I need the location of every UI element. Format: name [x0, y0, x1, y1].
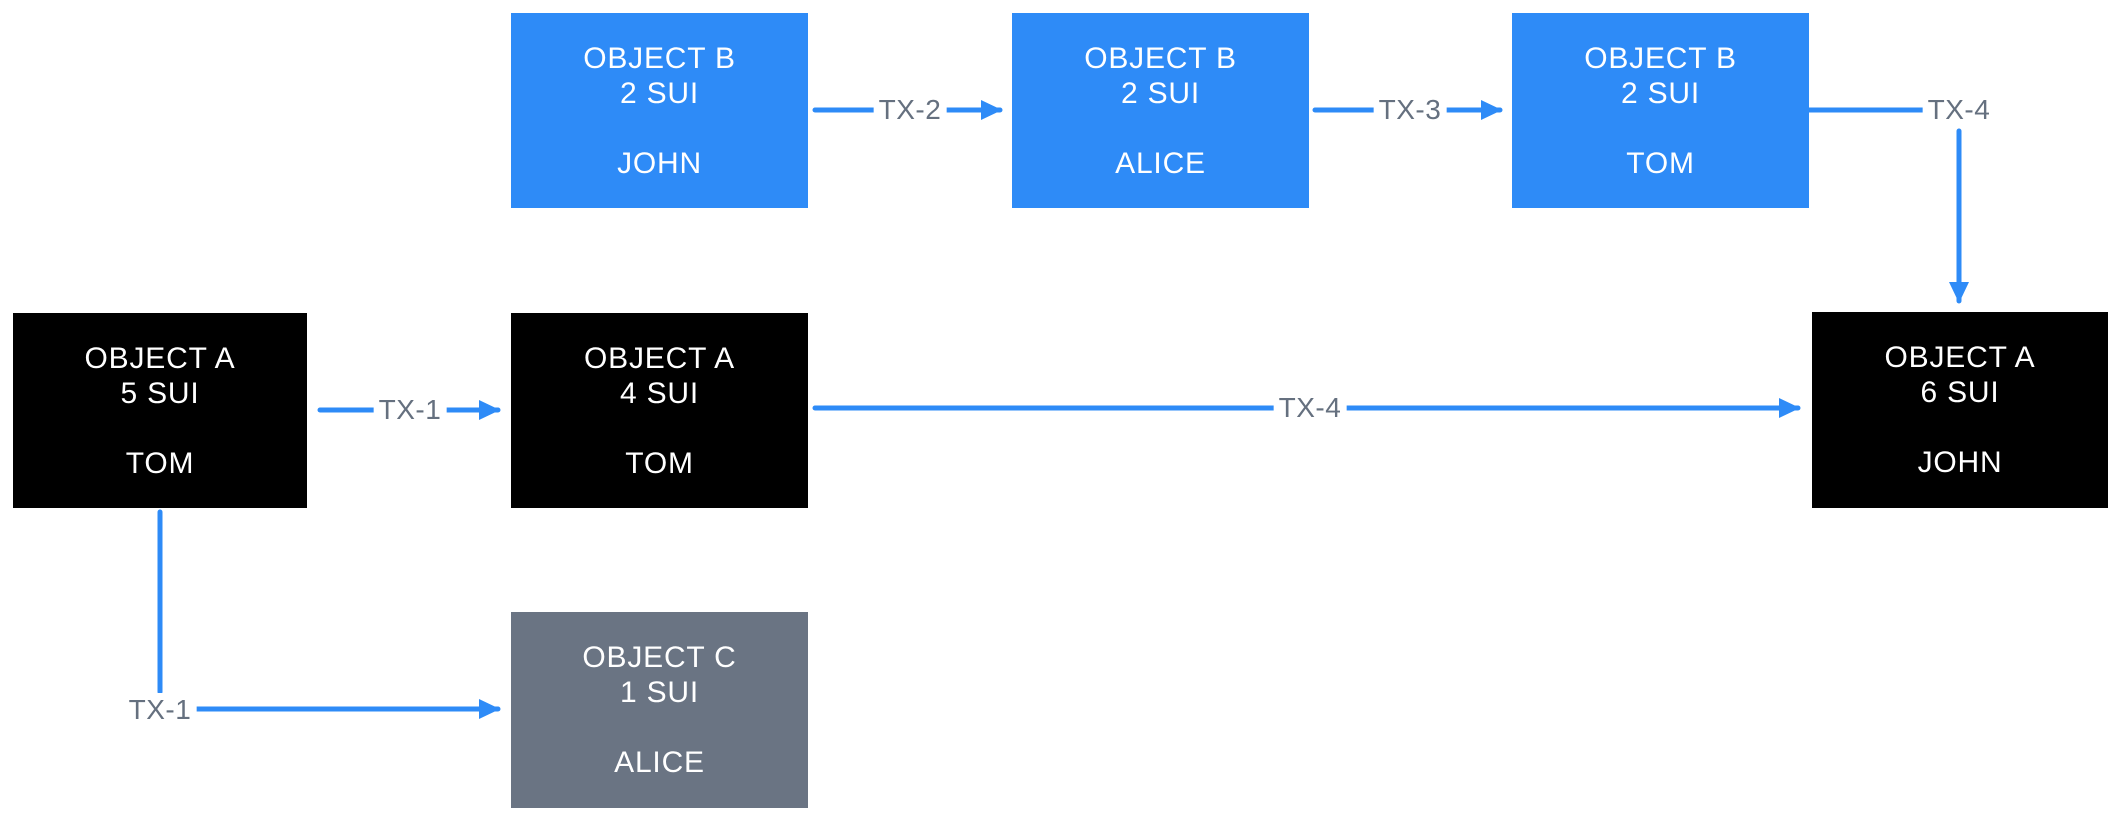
node-title: OBJECT A — [1884, 341, 2036, 374]
node-amount: 5 SUI — [120, 376, 200, 410]
node-owner: JOHN — [1917, 446, 2003, 479]
node-title: OBJECT C — [582, 641, 737, 674]
node-owner: ALICE — [614, 746, 705, 779]
node-object-b-john: OBJECT B 2 SUI JOHN — [511, 13, 808, 208]
edge-label-tx1-objectA: TX-1 — [373, 393, 447, 427]
node-title: OBJECT A — [84, 341, 236, 375]
edge-label-tx3: TX-3 — [1373, 93, 1447, 127]
node-object-a-6sui-john: OBJECT A 6 SUI JOHN — [1812, 312, 2108, 508]
node-amount: 2 SUI — [619, 76, 700, 110]
node-title: OBJECT B — [583, 41, 736, 75]
node-object-a-4sui-tom: OBJECT A 4 SUI TOM — [511, 313, 808, 508]
node-title: OBJECT B — [1084, 41, 1237, 75]
edge-label-tx4-objectA: TX-4 — [1273, 391, 1347, 425]
node-owner: TOM — [625, 446, 694, 480]
node-amount: 6 SUI — [1920, 376, 2000, 409]
node-owner: JOHN — [617, 146, 702, 180]
node-amount: 2 SUI — [1620, 76, 1701, 110]
node-object-b-tom: OBJECT B 2 SUI TOM — [1512, 13, 1809, 208]
node-title: OBJECT B — [1584, 41, 1737, 75]
node-owner: ALICE — [1115, 146, 1206, 180]
node-object-a-5sui-tom: OBJECT A 5 SUI TOM — [13, 313, 307, 508]
node-amount: 1 SUI — [619, 676, 700, 709]
edge-label-tx1-objectC: TX-1 — [123, 693, 197, 727]
node-object-b-alice: OBJECT B 2 SUI ALICE — [1012, 13, 1309, 208]
node-owner: TOM — [1626, 146, 1695, 180]
node-object-c-alice: OBJECT C 1 SUI ALICE — [511, 612, 808, 808]
edge-label-tx4-merge: TX-4 — [1922, 93, 1996, 127]
node-title: OBJECT A — [584, 341, 735, 375]
node-amount: 2 SUI — [1120, 76, 1201, 110]
node-owner: TOM — [125, 446, 195, 480]
node-amount: 4 SUI — [619, 376, 700, 410]
edge-label-tx2: TX-2 — [873, 93, 947, 127]
